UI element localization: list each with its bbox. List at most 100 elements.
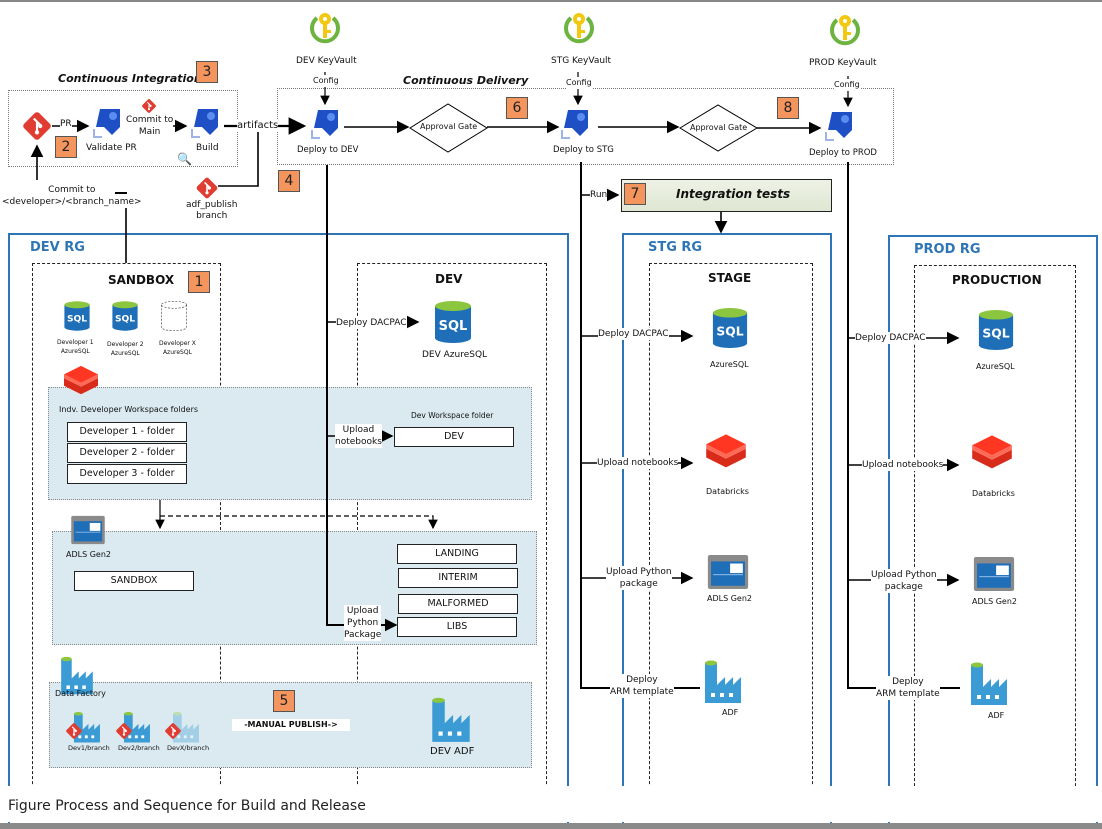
stg-keyvault-label: STG KeyVault xyxy=(551,56,612,66)
prod-adf-label: ADF xyxy=(988,711,1005,720)
dev-deploy-dacpac-label: Deploy DACPAC xyxy=(336,317,407,329)
deploy-prod-pipeline-icon[interactable] xyxy=(822,108,856,142)
devx-git-icon xyxy=(164,722,182,740)
devx-sql-label: Developer X AzureSQL xyxy=(159,340,196,356)
prod-adls-icon xyxy=(972,556,1016,592)
stg-rg-title: STG RG xyxy=(648,240,703,255)
dev1-branch-label: Dev1/branch xyxy=(68,744,110,752)
build-pipeline-icon[interactable] xyxy=(188,105,222,139)
folder-landing[interactable]: LANDING xyxy=(397,544,517,564)
dev2-sql-icon xyxy=(111,300,139,332)
zoom-icon[interactable]: 🔍 xyxy=(177,152,192,166)
folder-interim[interactable]: INTERIM xyxy=(398,568,518,588)
dev2-git-icon xyxy=(115,722,133,740)
commit-to-branch-label: Commit to <developer>/<branch_name> xyxy=(2,184,142,208)
prod-adf-icon xyxy=(969,656,1009,708)
stg-keyvault-icon xyxy=(561,10,597,46)
dev-title: DEV xyxy=(435,272,463,286)
prod-databricks-label: Databricks xyxy=(972,489,1015,498)
stg-adf-label: ADF xyxy=(722,708,739,717)
dev1-git-icon xyxy=(65,722,83,740)
prod-keyvault-icon xyxy=(827,12,863,48)
caption-area xyxy=(0,786,1102,822)
stage-title: STAGE xyxy=(708,271,752,285)
folder-developer-1[interactable]: Developer 1 - folder xyxy=(67,422,187,442)
dev-keyvault-label: DEV KeyVault xyxy=(296,56,357,66)
figure-caption: Figure Process and Sequence for Build an… xyxy=(8,798,366,814)
dev-rg xyxy=(8,233,569,829)
prod-azuresql-label: AzureSQL xyxy=(976,362,1015,371)
folder-libs[interactable]: LIBS xyxy=(397,617,517,637)
integration-tests-box[interactable] xyxy=(621,179,832,212)
prod-rg xyxy=(888,235,1098,829)
production-title: PRODUCTION xyxy=(952,273,1042,287)
step-badge-8: 8 xyxy=(777,97,799,119)
approval-gate-2[interactable]: Approval Gate xyxy=(690,123,748,132)
bottom-rule xyxy=(0,823,1102,829)
adls-icon xyxy=(68,515,108,545)
stg-upload-notebooks-label: Upload notebooks xyxy=(597,457,679,469)
dev2-branch-label: Dev2/branch xyxy=(118,744,160,752)
dev-upload-notebooks-label: Upload notebooks xyxy=(335,424,382,448)
dev-adf-label: DEV ADF xyxy=(430,746,475,757)
folder-malformed[interactable]: MALFORMED xyxy=(398,594,518,614)
dev-rg-title: DEV RG xyxy=(30,240,85,255)
deploy-stg-pipeline-icon[interactable] xyxy=(558,106,592,140)
databricks-icon xyxy=(62,364,100,398)
cd-title: Continuous Delivery xyxy=(403,74,529,87)
stage-env xyxy=(649,263,813,804)
step-badge-4: 4 xyxy=(278,170,300,192)
step-badge-7: 7 xyxy=(624,183,646,205)
dev-workspace-title: Dev Workspace folder xyxy=(411,411,494,420)
prod-deploy-dacpac-label: Deploy DACPAC xyxy=(855,332,926,344)
pr-label: PR xyxy=(60,119,72,129)
top-rule xyxy=(0,0,1102,2)
stg-adls-label: ADLS Gen2 xyxy=(707,594,752,603)
deploy-dev-label: Deploy to DEV xyxy=(297,145,359,155)
dev1-sql-label: Developer 1 AzureSQL xyxy=(57,339,94,355)
approval-gate-1[interactable]: Approval Gate xyxy=(420,122,478,131)
stg-azuresql-label: AzureSQL xyxy=(710,360,749,369)
folder-developer-3[interactable]: Developer 3 - folder xyxy=(67,464,187,484)
dev-config-label: Config xyxy=(313,75,339,87)
dev-upload-python-label: Upload Python Package xyxy=(344,605,382,641)
folder-sandbox[interactable]: SANDBOX xyxy=(74,571,194,591)
stg-upload-python-label: Upload Python package xyxy=(606,566,672,590)
dev-adf-icon xyxy=(425,692,477,744)
git-main-icon xyxy=(141,98,157,114)
validate-pr-pipeline-icon[interactable] xyxy=(90,105,124,139)
dev1-sql-icon xyxy=(63,300,91,332)
deploy-dev-pipeline-icon[interactable] xyxy=(308,106,342,140)
manual-publish-label: -MANUAL PUBLISH-> xyxy=(232,719,350,731)
commit-to-main-label: Commit to Main xyxy=(126,114,174,138)
stg-deploy-dacpac-label: Deploy DACPAC xyxy=(598,328,669,340)
stg-databricks-icon xyxy=(704,432,748,472)
dev-keyvault-icon xyxy=(307,10,343,46)
artifacts-label: artifacts xyxy=(237,120,279,132)
run-label: Run xyxy=(590,189,608,201)
prod-upload-python-label: Upload Python package xyxy=(871,569,937,593)
stg-deploy-arm-label: Deploy ARM template xyxy=(610,674,674,698)
prod-keyvault-label: PROD KeyVault xyxy=(809,58,877,68)
stg-rg xyxy=(622,233,832,829)
stg-azuresql-icon xyxy=(711,306,749,350)
workspace-folders-title: Indv. Developer Workspace folders xyxy=(59,405,199,414)
adls-label: ADLS Gen2 xyxy=(66,550,111,559)
build-label: Build xyxy=(196,143,219,153)
dev-azuresql-label: DEV AzureSQL xyxy=(422,350,488,360)
prod-config-label: Config xyxy=(834,79,860,91)
folder-developer-2[interactable]: Developer 2 - folder xyxy=(67,443,187,463)
prod-deploy-arm-label: Deploy ARM template xyxy=(876,676,940,700)
sandbox-title: SANDBOX xyxy=(108,273,175,287)
devx-sql-icon xyxy=(160,300,188,332)
adf-publish-git-icon xyxy=(195,176,219,200)
folder-dev-workspace[interactable]: DEV xyxy=(394,427,514,447)
data-factory-label: Data Factory xyxy=(55,689,106,698)
production-env xyxy=(914,265,1076,806)
stg-databricks-label: Databricks xyxy=(706,487,749,496)
validate-pr-label: Validate PR xyxy=(86,143,137,153)
ci-title: Continuous Integration xyxy=(58,72,202,85)
step-badge-3: 3 xyxy=(196,61,218,83)
dev2-sql-label: Developer 2 AzureSQL xyxy=(107,341,144,357)
stg-adls-icon xyxy=(706,554,750,590)
